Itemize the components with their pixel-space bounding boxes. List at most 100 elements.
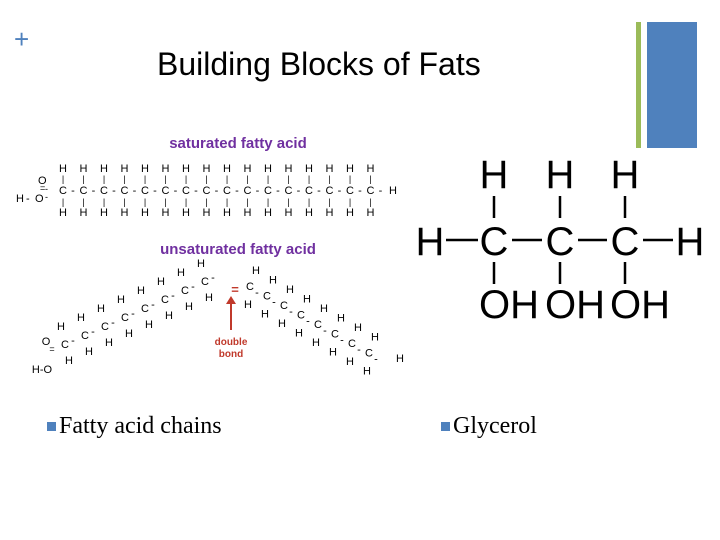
- svg-text:|: |: [205, 174, 207, 184]
- svg-text:H: H: [312, 337, 320, 349]
- svg-text:H: H: [137, 285, 145, 297]
- svg-text:|: |: [328, 174, 330, 184]
- svg-text:|: |: [164, 197, 166, 207]
- svg-text:C: C: [297, 310, 305, 322]
- svg-text:|: |: [185, 197, 187, 207]
- svg-text:H: H: [59, 207, 67, 219]
- svg-text:H: H: [326, 207, 334, 219]
- svg-text:H: H: [125, 328, 133, 340]
- saturated-chain: O = H - O - - H|C-|HH|C-|HH|C-|HH|C-|HH|…: [16, 163, 397, 219]
- svg-text:|: |: [369, 174, 371, 184]
- svg-text:C: C: [61, 339, 69, 351]
- svg-text:C: C: [182, 185, 190, 197]
- svg-text:H: H: [278, 318, 286, 330]
- svg-text:H: H: [121, 207, 129, 219]
- svg-text:H: H: [269, 275, 277, 287]
- svg-text:C: C: [121, 185, 129, 197]
- svg-text:H: H: [337, 313, 345, 325]
- svg-text:H: H: [162, 207, 170, 219]
- svg-text:H: H: [203, 207, 211, 219]
- svg-text:H: H: [182, 207, 190, 219]
- svg-text:|: |: [308, 197, 310, 207]
- svg-text:H: H: [320, 303, 328, 315]
- bullet-fatty-acid-chains: Fatty acid chains: [47, 413, 222, 440]
- svg-text:O: O: [42, 336, 51, 348]
- svg-text:-: -: [276, 185, 280, 197]
- glycerol-oh-1: OH: [479, 283, 539, 320]
- svg-text:H: H: [105, 337, 113, 349]
- double-bond-label-line2: bond: [219, 349, 243, 360]
- svg-text:H: H: [244, 163, 252, 175]
- svg-text:H: H: [197, 258, 205, 270]
- svg-text:-: -: [111, 317, 115, 329]
- saturated-label: saturated fatty acid: [169, 135, 307, 152]
- glycerol-top-h-1: H: [480, 153, 509, 197]
- svg-text:-: -: [71, 185, 75, 197]
- svg-text:H: H: [223, 207, 231, 219]
- svg-text:-: -: [323, 325, 327, 337]
- svg-text:-: -: [215, 185, 219, 197]
- svg-text:|: |: [62, 174, 64, 184]
- svg-text:C: C: [101, 321, 109, 333]
- svg-text:-: -: [194, 185, 198, 197]
- glycerol-left-h: H: [416, 220, 445, 264]
- svg-text:|: |: [226, 174, 228, 184]
- svg-text:C: C: [246, 281, 254, 293]
- glycerol-top-h-2: H: [546, 153, 575, 197]
- svg-text:H: H: [346, 356, 354, 368]
- svg-text:H: H: [59, 163, 67, 175]
- bullet-square-icon: [47, 422, 56, 431]
- svg-text:|: |: [287, 197, 289, 207]
- svg-text:H-O: H-O: [32, 364, 53, 376]
- svg-text:H: H: [100, 163, 108, 175]
- svg-text:C: C: [181, 285, 189, 297]
- svg-text:|: |: [103, 174, 105, 184]
- svg-text:H: H: [177, 267, 185, 279]
- svg-text:O: O: [38, 175, 47, 187]
- svg-text:H: H: [77, 312, 85, 324]
- svg-text:|: |: [144, 174, 146, 184]
- svg-text:-: -: [171, 290, 175, 302]
- svg-text:C: C: [314, 319, 322, 331]
- svg-text:O: O: [35, 193, 44, 205]
- svg-text:=: =: [40, 183, 45, 193]
- svg-text:|: |: [246, 197, 248, 207]
- svg-text:H: H: [182, 163, 190, 175]
- svg-text:C: C: [305, 185, 313, 197]
- svg-text:C: C: [280, 300, 288, 312]
- svg-text:-: -: [297, 185, 301, 197]
- svg-text:|: |: [123, 174, 125, 184]
- svg-text:H: H: [264, 207, 272, 219]
- svg-text:|: |: [226, 197, 228, 207]
- svg-text:-: -: [45, 192, 48, 202]
- svg-text:H: H: [185, 301, 193, 313]
- svg-text:-: -: [272, 297, 276, 309]
- svg-text:H: H: [80, 163, 88, 175]
- svg-text:-: -: [340, 335, 344, 347]
- svg-text:-: -: [211, 272, 215, 284]
- svg-text:H: H: [261, 309, 269, 321]
- svg-text:C: C: [365, 348, 373, 360]
- svg-text:-: -: [306, 316, 310, 328]
- svg-text:C: C: [263, 291, 271, 303]
- svg-text:C: C: [203, 185, 211, 197]
- svg-text:H: H: [157, 276, 165, 288]
- svg-text:C: C: [285, 185, 293, 197]
- svg-text:-: -: [92, 185, 96, 197]
- svg-text:-: -: [26, 193, 30, 205]
- svg-text:=: =: [231, 282, 239, 297]
- svg-text:H: H: [264, 163, 272, 175]
- plus-icon: +: [14, 24, 30, 54]
- glycerol-oh-2: OH: [545, 283, 605, 320]
- svg-text:H: H: [121, 163, 129, 175]
- svg-text:|: |: [328, 197, 330, 207]
- svg-text:H: H: [303, 294, 311, 306]
- glycerol-top-h-3: H: [611, 153, 640, 197]
- svg-text:H: H: [367, 207, 375, 219]
- svg-text:|: |: [164, 174, 166, 184]
- svg-text:H: H: [371, 332, 379, 344]
- svg-text:H: H: [389, 185, 397, 197]
- svg-text:-: -: [112, 185, 116, 197]
- svg-text:H: H: [141, 163, 149, 175]
- svg-text:=: =: [49, 344, 54, 354]
